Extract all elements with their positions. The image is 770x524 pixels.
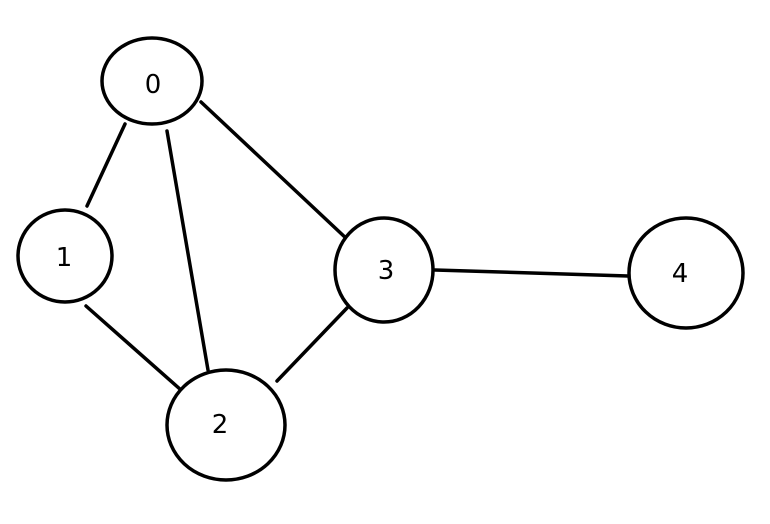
node-4: 4 [627, 216, 745, 330]
node-0-circle [100, 36, 204, 126]
edge-0-1 [85, 122, 127, 208]
edges-layer [84, 100, 630, 392]
edge-0-2 [165, 129, 210, 372]
node-0-label: 0 [145, 70, 162, 100]
nodes-layer: 0 1 2 3 4 [16, 36, 745, 482]
node-2-circle [165, 368, 287, 482]
edge-3-4 [433, 268, 630, 278]
node-3-label: 3 [378, 256, 395, 286]
node-0: 0 [100, 36, 204, 126]
node-2: 2 [165, 368, 287, 482]
node-4-circle [627, 216, 745, 330]
node-1: 1 [16, 208, 114, 304]
node-1-label: 1 [56, 243, 73, 273]
node-3: 3 [333, 216, 435, 324]
node-4-label: 4 [672, 259, 689, 289]
edge-0-3 [199, 100, 350, 242]
node-3-circle [333, 216, 435, 324]
edge-2-3 [275, 306, 349, 383]
node-1-circle [16, 208, 114, 304]
node-2-label: 2 [212, 410, 229, 440]
edge-1-2 [84, 304, 183, 392]
